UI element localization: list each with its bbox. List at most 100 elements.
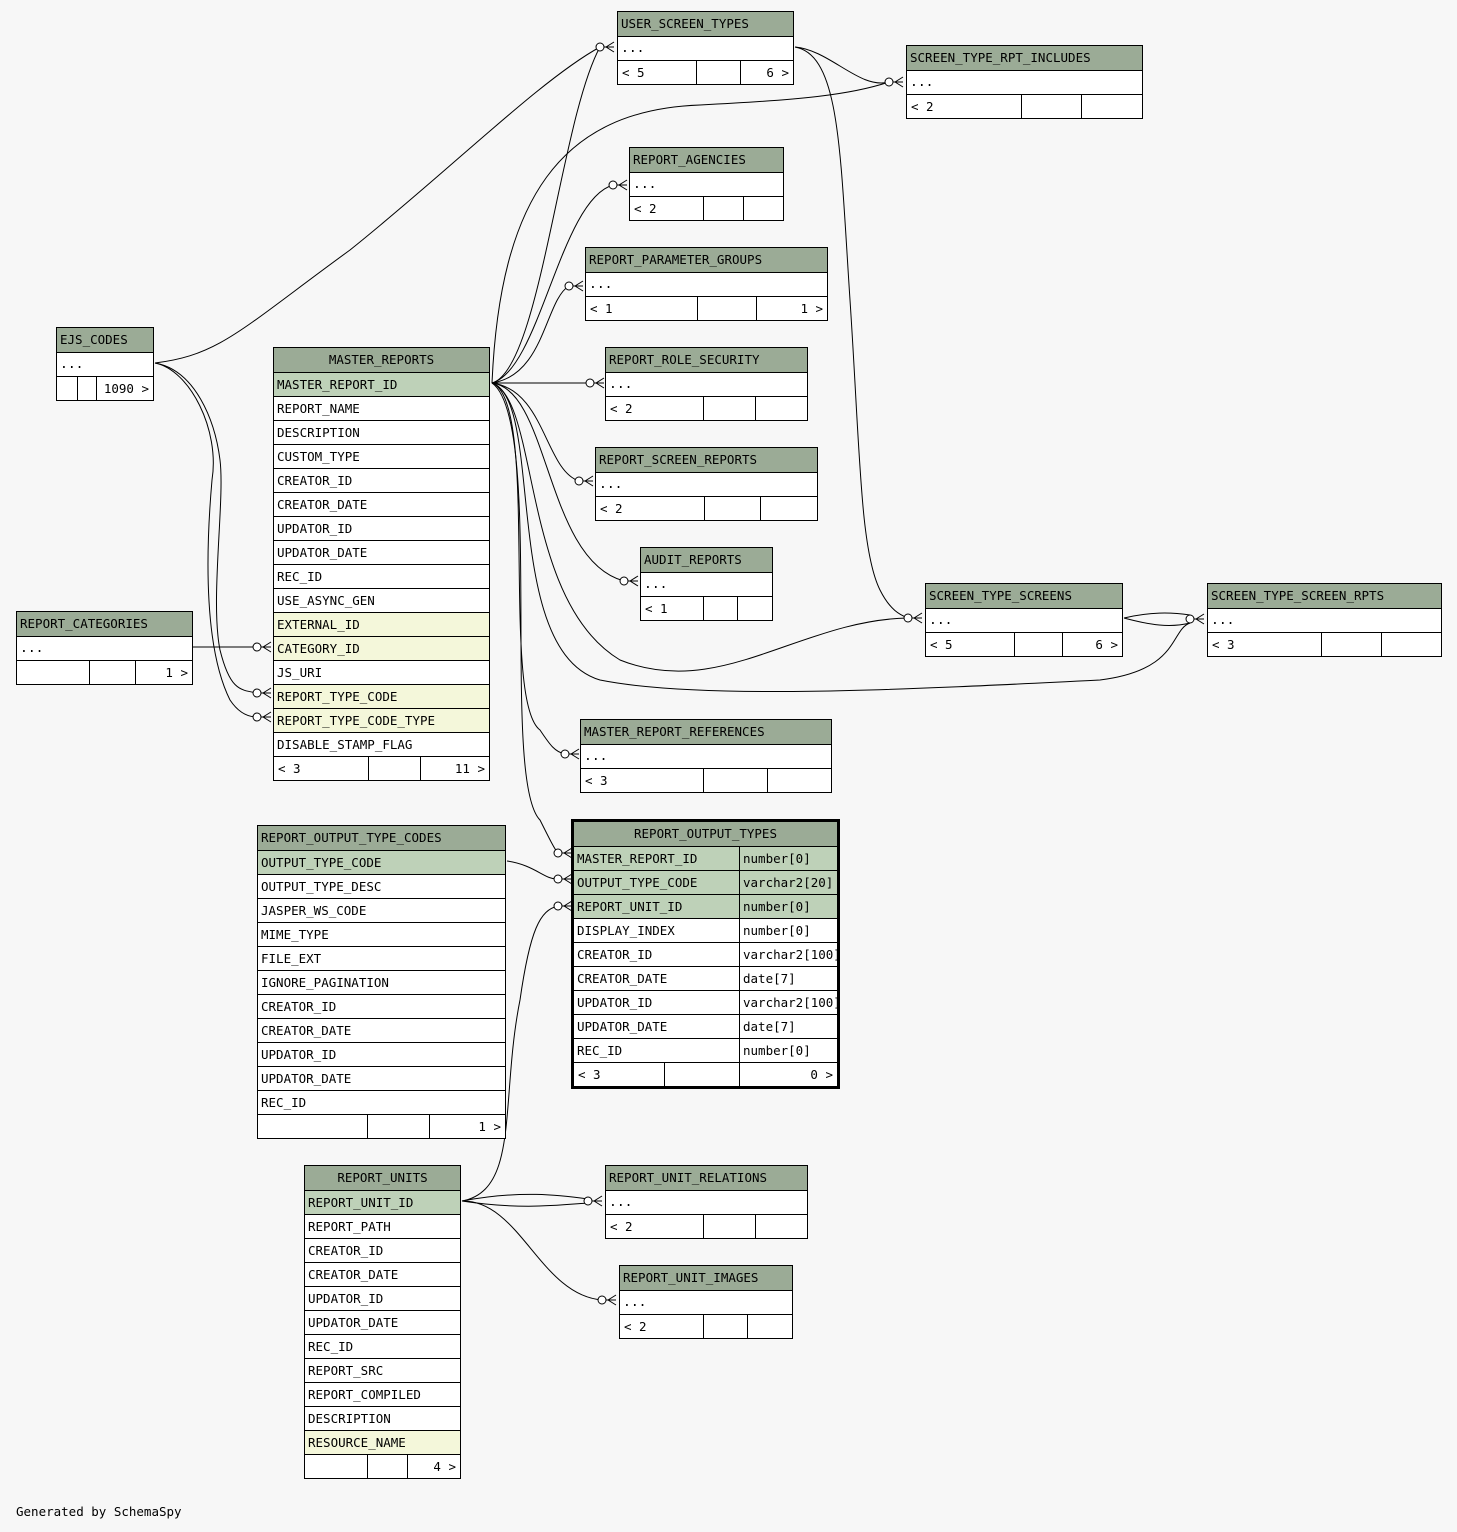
column-row[interactable]: DISABLE_STAMP_FLAG — [274, 732, 489, 756]
children-count[interactable] — [760, 497, 817, 520]
children-count[interactable] — [736, 597, 773, 620]
children-count[interactable]: 4 > — [406, 1455, 460, 1478]
table-screen-type-rpt-includes[interactable]: SCREEN_TYPE_RPT_INCLUDES...< 2 — [906, 45, 1143, 119]
parents-count[interactable]: < 2 — [634, 201, 657, 216]
table-title[interactable]: REPORT_OUTPUT_TYPE_CODES — [258, 826, 505, 850]
parents-count[interactable] — [17, 661, 89, 684]
table-report-unit-relations[interactable]: REPORT_UNIT_RELATIONS... < 2 — [605, 1165, 808, 1239]
column-row[interactable]: JASPER_WS_CODE — [258, 898, 505, 922]
column-row[interactable]: UPDATOR_DATE — [305, 1310, 460, 1334]
column-row[interactable]: REPORT_UNIT_ID — [305, 1190, 460, 1214]
column-row[interactable]: REPORT_TYPE_CODE — [274, 684, 489, 708]
children-count[interactable] — [742, 197, 784, 220]
column-row[interactable]: RESOURCE_NAME — [305, 1430, 460, 1454]
column-row[interactable]: REPORT_NAME — [274, 396, 489, 420]
column-row[interactable]: REPORT_PATH — [305, 1214, 460, 1238]
column-row[interactable]: UPDATOR_DATE — [258, 1066, 505, 1090]
table-audit-reports[interactable]: AUDIT_REPORTS...< 1 — [640, 547, 773, 621]
parents-count[interactable]: < 2 — [610, 401, 633, 416]
table-report-parameter-groups[interactable]: REPORT_PARAMETER_GROUPS... < 1 1 > — [585, 247, 828, 321]
children-count[interactable]: 6 > — [739, 61, 793, 84]
collapsed-columns-row[interactable]: ... — [1208, 608, 1441, 632]
parents-count[interactable]: < 3 — [278, 761, 301, 776]
children-count[interactable]: 1 > — [755, 297, 827, 320]
collapsed-columns-row[interactable]: ... — [620, 1290, 792, 1314]
column-row[interactable]: UPDATOR_ID — [258, 1042, 505, 1066]
column-row[interactable]: UPDATOR_DATE — [274, 540, 489, 564]
column-row[interactable]: REPORT_TYPE_CODE_TYPE — [274, 708, 489, 732]
table-title[interactable]: REPORT_ROLE_SECURITY — [606, 348, 807, 372]
table-title[interactable]: REPORT_PARAMETER_GROUPS — [586, 248, 827, 272]
column-row[interactable]: CREATOR_DATE — [274, 492, 489, 516]
column-row[interactable]: UPDATOR_ID — [274, 516, 489, 540]
collapsed-columns-row[interactable]: ... — [596, 472, 817, 496]
table-title[interactable]: AUDIT_REPORTS — [641, 548, 772, 572]
children-count[interactable] — [746, 1315, 793, 1338]
children-count[interactable] — [754, 397, 808, 420]
column-row[interactable]: CREATOR_DATE — [305, 1262, 460, 1286]
column-row[interactable]: REPORT_SRC — [305, 1358, 460, 1382]
table-report-unit-images[interactable]: REPORT_UNIT_IMAGES...< 2 — [619, 1265, 793, 1339]
table-title[interactable]: REPORT_AGENCIES — [630, 148, 783, 172]
column-row[interactable]: OUTPUT_TYPE_CODE — [258, 850, 505, 874]
column-row[interactable]: UPDATOR_ID — [305, 1286, 460, 1310]
table-title[interactable]: MASTER_REPORT_REFERENCES — [581, 720, 831, 744]
table-ejs-codes[interactable]: EJS_CODES...1090 > — [56, 327, 154, 401]
table-title[interactable]: REPORT_UNIT_RELATIONS — [606, 1166, 807, 1190]
table-title[interactable]: SCREEN_TYPE_SCREEN_RPTS — [1208, 584, 1441, 608]
table-title[interactable]: MASTER_REPORTS — [274, 348, 489, 372]
collapsed-columns-row[interactable]: ... — [57, 352, 153, 376]
children-count[interactable]: 0 > — [739, 1063, 837, 1086]
parents-count[interactable]: < 3 — [578, 1067, 601, 1082]
column-row[interactable]: FILE_EXT — [258, 946, 505, 970]
column-row[interactable]: CREATOR_DATE — [258, 1018, 505, 1042]
column-row[interactable]: DESCRIPTION — [274, 420, 489, 444]
parents-count[interactable]: < 1 — [645, 601, 668, 616]
parents-count[interactable]: < 2 — [600, 501, 623, 516]
column-row[interactable]: REC_ID — [305, 1334, 460, 1358]
parents-count[interactable]: < 2 — [911, 99, 934, 114]
table-report-screen-reports[interactable]: REPORT_SCREEN_REPORTS... < 2 — [595, 447, 818, 521]
parents-count[interactable] — [258, 1115, 367, 1138]
parents-count[interactable]: < 2 — [610, 1219, 633, 1234]
column-row[interactable]: MASTER_REPORT_ID — [274, 372, 489, 396]
table-master-report-references[interactable]: MASTER_REPORT_REFERENCES...< 3 — [580, 719, 832, 793]
parents-count[interactable]: < 1 — [590, 301, 613, 316]
table-title[interactable]: REPORT_SCREEN_REPORTS — [596, 448, 817, 472]
collapsed-columns-row[interactable]: ... — [606, 372, 807, 396]
collapsed-columns-row[interactable]: ... — [926, 608, 1122, 632]
collapsed-columns-row[interactable]: ... — [581, 744, 831, 768]
column-row[interactable]: REC_ID — [274, 564, 489, 588]
column-row[interactable]: CREATOR_ID — [274, 468, 489, 492]
collapsed-columns-row[interactable]: ... — [17, 636, 192, 660]
table-title[interactable]: SCREEN_TYPE_RPT_INCLUDES — [907, 46, 1142, 70]
collapsed-columns-row[interactable]: ... — [586, 272, 827, 296]
table-report-role-security[interactable]: REPORT_ROLE_SECURITY... < 2 — [605, 347, 808, 421]
column-row[interactable]: CREATOR_ID — [258, 994, 505, 1018]
children-count[interactable] — [754, 1215, 808, 1238]
collapsed-columns-row[interactable]: ... — [606, 1190, 807, 1214]
table-title[interactable]: SCREEN_TYPE_SCREENS — [926, 584, 1122, 608]
column-row[interactable]: EXTERNAL_ID — [274, 612, 489, 636]
column-row[interactable]: CREATOR_ID — [305, 1238, 460, 1262]
parents-count[interactable]: < 3 — [1212, 637, 1235, 652]
children-count[interactable]: 11 > — [419, 757, 489, 780]
column-row[interactable]: CATEGORY_ID — [274, 636, 489, 660]
parents-count[interactable]: < 2 — [624, 1319, 647, 1334]
column-row[interactable]: OUTPUT_TYPE_DESC — [258, 874, 505, 898]
column-row[interactable]: CUSTOM_TYPE — [274, 444, 489, 468]
table-title[interactable]: REPORT_UNITS — [305, 1166, 460, 1190]
column-row[interactable]: MIME_TYPE — [258, 922, 505, 946]
children-count[interactable] — [1380, 633, 1442, 656]
parents-count[interactable]: < 5 — [930, 637, 953, 652]
column-row[interactable]: IGNORE_PAGINATION — [258, 970, 505, 994]
